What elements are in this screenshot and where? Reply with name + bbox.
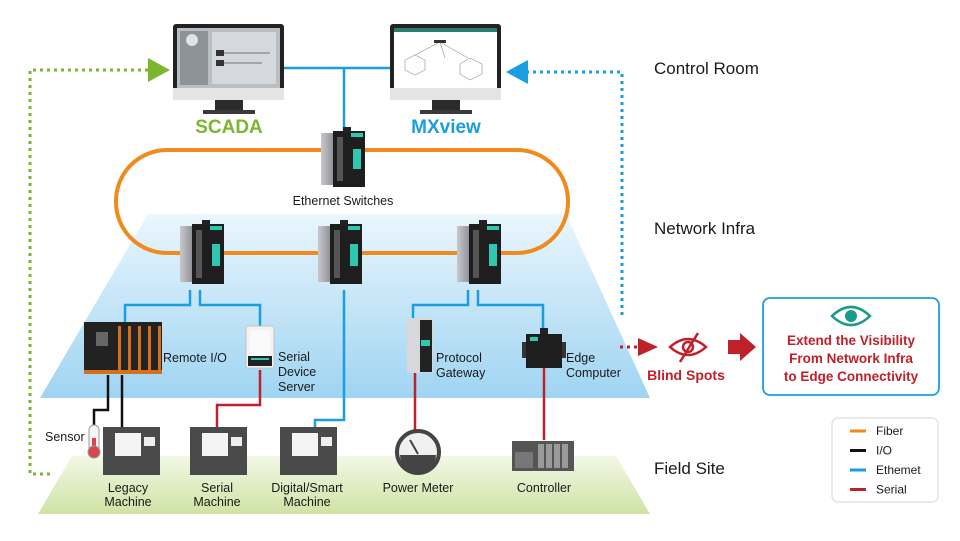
edge-computer-label-2: Computer bbox=[566, 366, 621, 380]
callout-line-3: to Edge Connectivity bbox=[784, 369, 919, 384]
ethernet-switch-middle bbox=[318, 220, 362, 284]
digital-smart-machine-icon bbox=[280, 427, 337, 475]
ethernet-switch-right bbox=[457, 220, 501, 284]
blind-spots-label: Blind Spots bbox=[647, 367, 725, 383]
power-meter-label: Power Meter bbox=[383, 481, 454, 495]
legend-label-serial: Serial bbox=[876, 483, 907, 497]
ethernet-switches-label: Ethernet Switches bbox=[293, 194, 394, 208]
remote-io-label: Remote I/O bbox=[163, 351, 227, 365]
app-label-mxview: MXview bbox=[411, 117, 481, 138]
protocol-gateway-device bbox=[407, 318, 433, 373]
ethernet-switch-left bbox=[180, 220, 224, 284]
serial-device-server-label-3: Server bbox=[278, 380, 315, 394]
zone-label-control-room: Control Room bbox=[654, 59, 759, 78]
serial-device-server-label-1: Serial bbox=[278, 350, 310, 364]
blind-spots-indicator bbox=[620, 332, 756, 363]
controller-label: Controller bbox=[517, 481, 571, 495]
protocol-gateway-label-1: Protocol bbox=[436, 351, 482, 365]
legacy-machine-label-1: Legacy bbox=[108, 481, 149, 495]
scada-data-path bbox=[28, 58, 170, 476]
mxview-monitor bbox=[390, 24, 501, 114]
edge-computer-device bbox=[522, 328, 566, 368]
arrow-left-icon bbox=[506, 60, 528, 84]
sensor-label: Sensor bbox=[45, 430, 85, 444]
visibility-callout bbox=[762, 297, 940, 396]
zone-label-field-site: Field Site bbox=[654, 459, 725, 478]
zone-label-network-infra: Network Infra bbox=[654, 219, 756, 238]
ethernet-links-edge bbox=[123, 290, 545, 428]
ethernet-links-control bbox=[284, 66, 390, 130]
legacy-machine-label-2: Machine bbox=[104, 495, 151, 509]
ethernet-switch-core bbox=[321, 127, 365, 187]
legend-label-ethemet: Ethemet bbox=[876, 463, 921, 477]
legend-label-fiber: Fiber bbox=[876, 424, 903, 438]
digital-smart-machine-label-2: Machine bbox=[283, 495, 330, 509]
scada-monitor bbox=[173, 24, 284, 114]
protocol-gateway-label-2: Gateway bbox=[436, 366, 486, 380]
controller-icon bbox=[512, 441, 574, 471]
serial-device-server-label-2: Device bbox=[278, 365, 316, 379]
edge-computer-label-1: Edge bbox=[566, 351, 595, 365]
callout-line-2: From Network Infra bbox=[789, 351, 913, 366]
callout-line-1: Extend the Visibility bbox=[787, 333, 916, 348]
legacy-machine-icon bbox=[103, 427, 160, 475]
legend-label-io: I/O bbox=[876, 444, 892, 458]
io-links bbox=[92, 375, 124, 427]
serial-machine-label-2: Machine bbox=[193, 495, 240, 509]
eye-slash-icon bbox=[668, 332, 708, 363]
serial-links bbox=[215, 368, 546, 440]
serial-machine-label-1: Serial bbox=[201, 481, 233, 495]
arrow-right-icon bbox=[638, 338, 658, 356]
remote-io-device bbox=[84, 322, 162, 374]
power-meter-icon bbox=[395, 429, 441, 475]
digital-smart-machine-label-1: Digital/Smart bbox=[271, 481, 343, 495]
serial-machine-icon bbox=[190, 427, 247, 475]
eye-icon bbox=[830, 305, 872, 327]
app-label-scada: SCADA bbox=[195, 117, 263, 138]
mxview-data-path bbox=[506, 60, 624, 318]
big-arrow-right-icon bbox=[728, 333, 756, 361]
arrow-right-icon bbox=[148, 58, 170, 82]
sensor-thermometer-icon bbox=[87, 424, 101, 459]
serial-device-server bbox=[245, 325, 275, 369]
